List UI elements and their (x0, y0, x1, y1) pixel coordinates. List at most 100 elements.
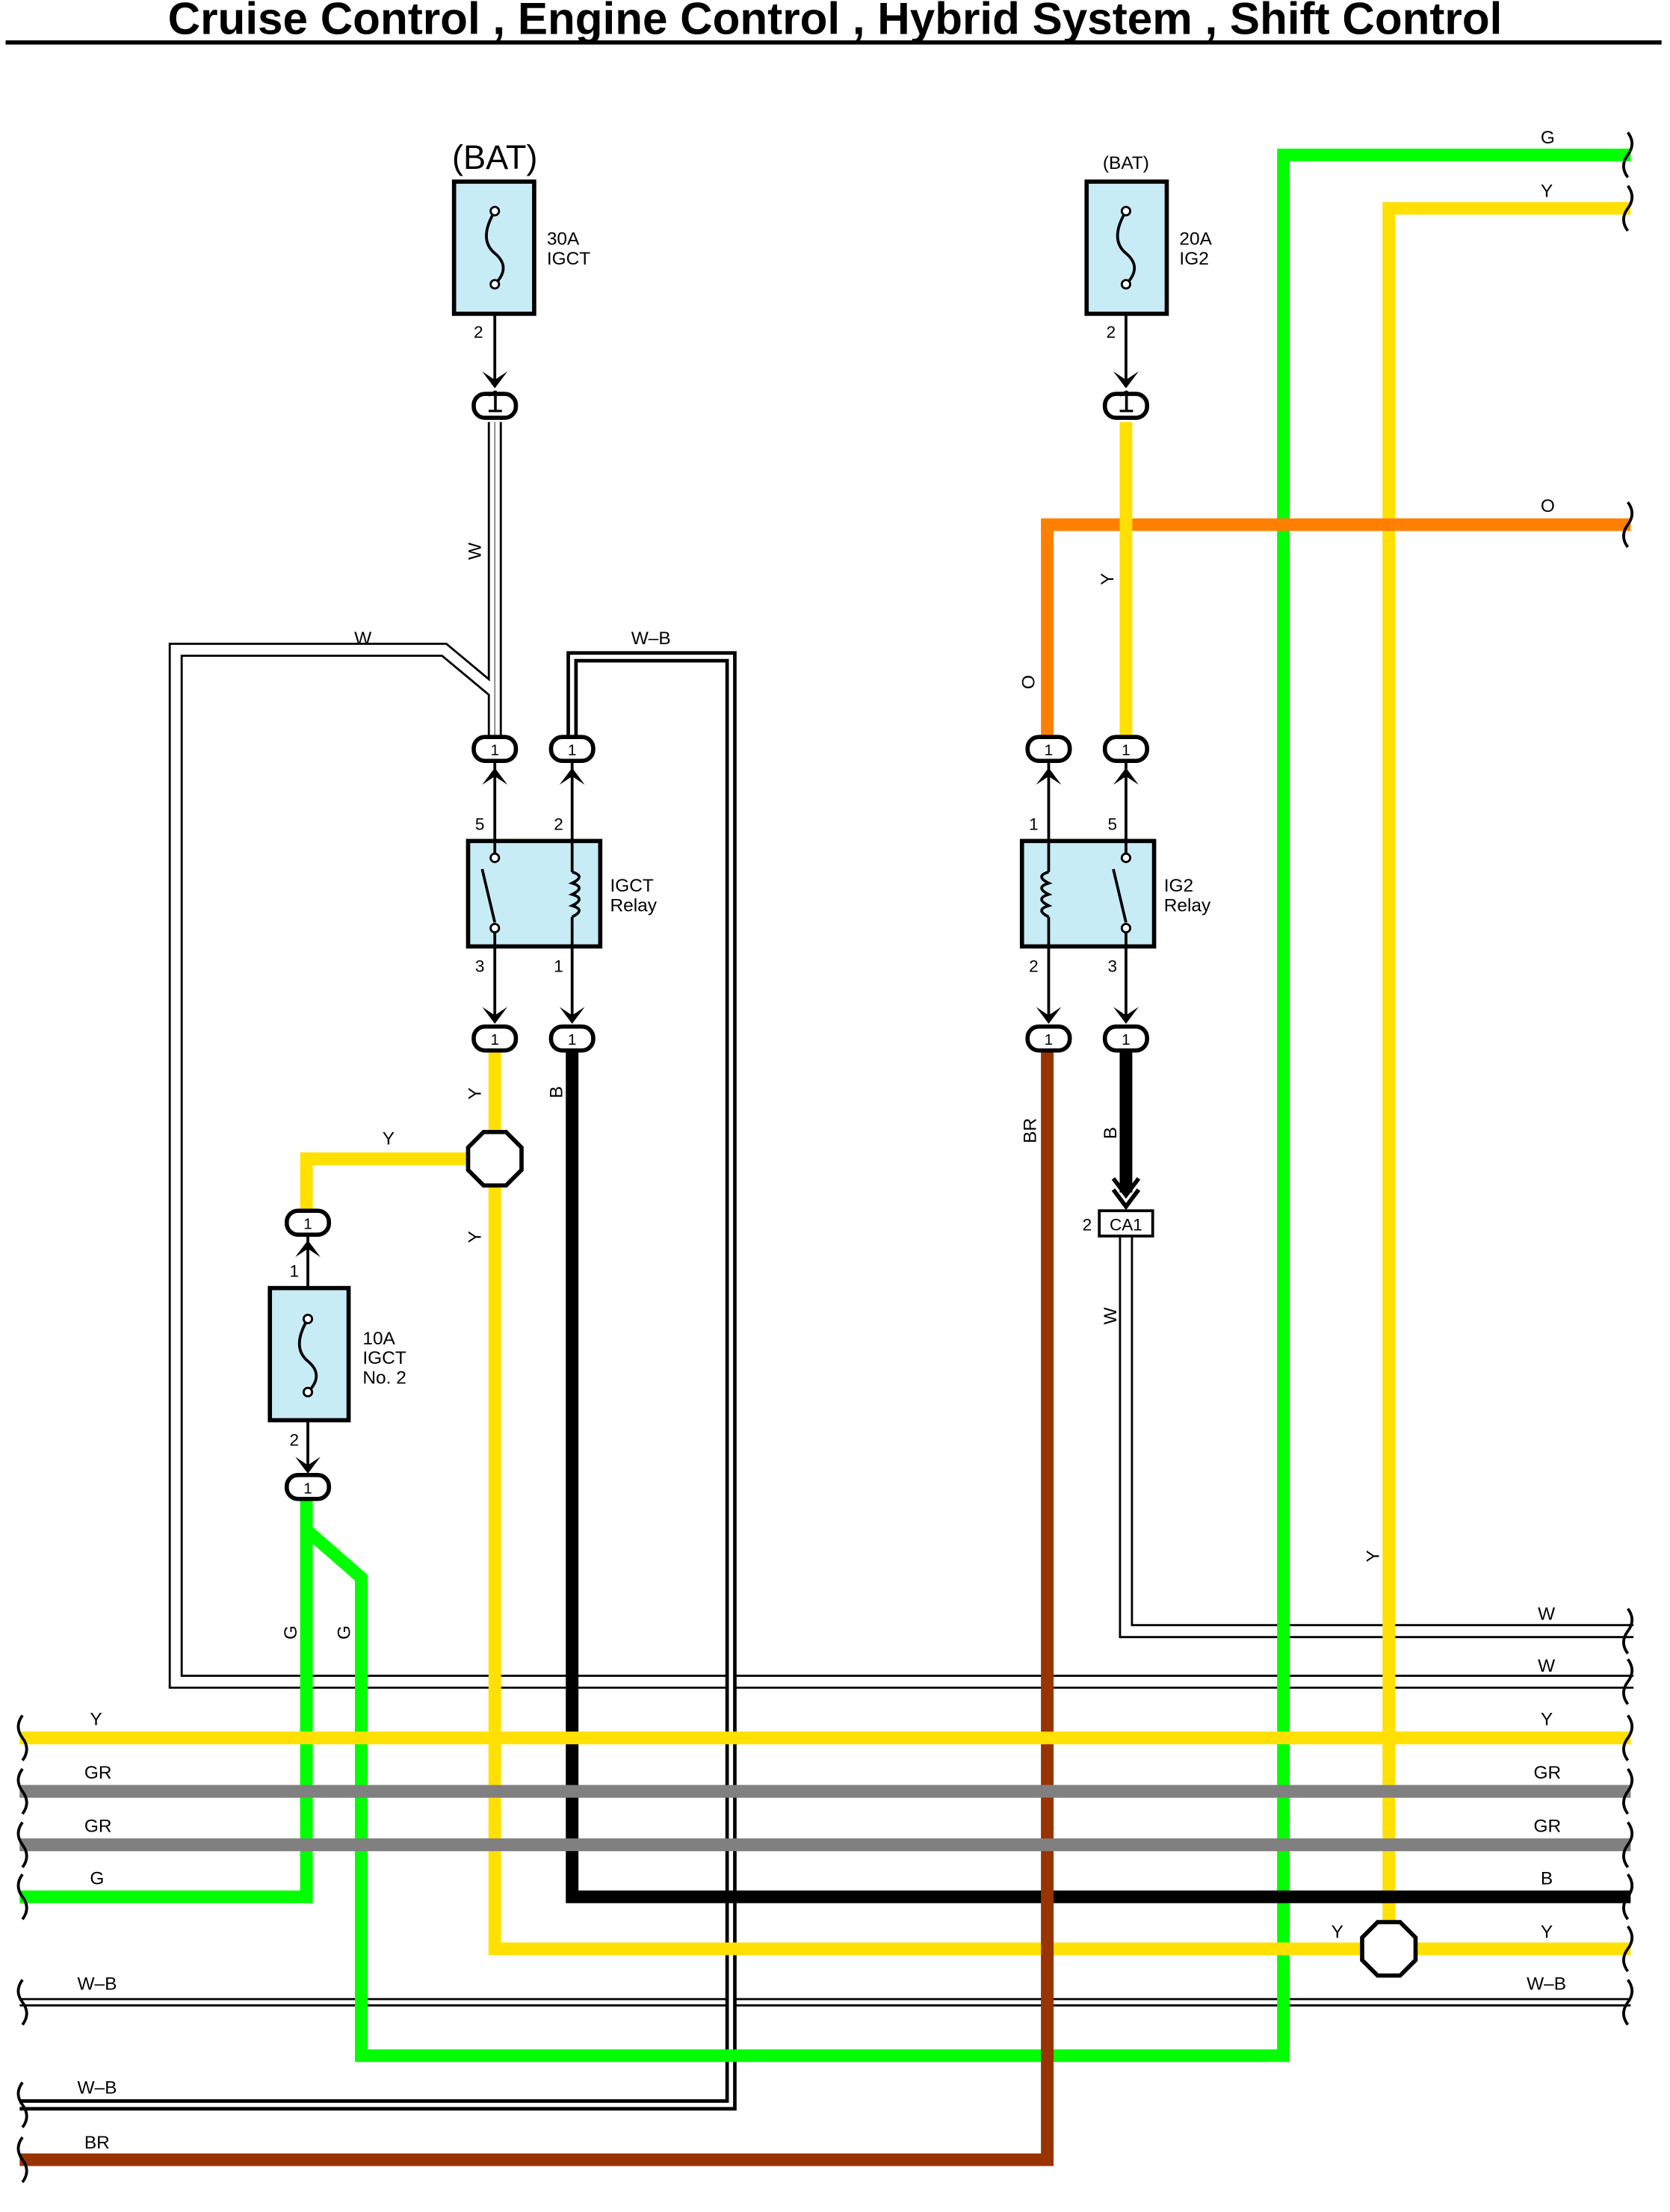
svg-text:1: 1 (1122, 742, 1131, 759)
label-w-loop-top: W (354, 628, 371, 649)
right-bus-b: B (1541, 1868, 1553, 1888)
svg-text:1: 1 (1117, 385, 1134, 419)
fuse-ig2-rating: 20A (1179, 229, 1212, 250)
right-bus-gr-2: GR (1534, 1817, 1562, 1837)
wire-w-loop (168, 421, 1634, 1689)
left-bus-labels: Y GR GR G W–B W–B BR (77, 1710, 117, 2153)
left-bus-br: BR (84, 2133, 110, 2153)
connectors: 1 1 1 1 1 1 1 1 (284, 385, 1149, 1501)
right-bus-labels: W W Y GR GR B Y W–B (1527, 1604, 1566, 1995)
connector-ig2-relay-3: 1 (1102, 1024, 1149, 1053)
fuse-igct2-pin-bottom: 2 (290, 1430, 300, 1449)
ca1-name: CA1 (1110, 1215, 1142, 1234)
label-y-down: Y (465, 1231, 485, 1243)
fuse-10a-igct-no2: 1 10A IGCT No. 2 2 (267, 1235, 406, 1474)
connector-igct2-bottom: 1 (284, 1473, 332, 1501)
label-w-ca1: W (1101, 1307, 1121, 1324)
connector-igct-relay-5: 1 (471, 735, 519, 763)
fuse-igct-name: IGCT (547, 249, 590, 269)
connector-ig2-relay-1: 1 (1025, 735, 1072, 763)
relay-ig2-pin-tl: 1 (1029, 815, 1039, 833)
wire-g-right (302, 148, 1631, 2063)
fuse-ig2-name: IG2 (1179, 249, 1208, 269)
relay-igct-name-2: Relay (610, 895, 657, 915)
connector-ig2-relay-5: 1 (1102, 735, 1149, 763)
left-bus-gr-1: GR (84, 1763, 112, 1783)
label-w-igct-down: W (465, 543, 485, 560)
wire-labels: W W W–B Y Y Y B G G O Y BR B W G Y O Y Y (281, 128, 1555, 1942)
svg-text:1: 1 (1045, 1031, 1054, 1048)
svg-text:1: 1 (486, 385, 504, 419)
label-b-ca1: B (1101, 1127, 1121, 1139)
svg-text:1: 1 (1122, 1031, 1131, 1048)
connector-ig2-fuse: 1 (1102, 385, 1149, 420)
wire-w-ca1 (1119, 1237, 1634, 1639)
svg-text:1: 1 (490, 742, 499, 759)
fuse-ig2-pin: 2 (1107, 323, 1116, 342)
right-break-marks (1622, 132, 1634, 2026)
right-bus-wb: W–B (1527, 1974, 1566, 1994)
right-bus-w-2: W (1538, 1656, 1555, 1676)
relay-ig2-pin-bl: 2 (1029, 957, 1039, 975)
left-break-marks (16, 1714, 28, 2184)
label-br-relay-out: BR (1021, 1118, 1041, 1143)
relay-igct-pin-tl: 5 (475, 815, 485, 833)
fuse-igct2-name-2: No. 2 (362, 1368, 406, 1388)
connector-ca1: CA1 2 (1083, 1177, 1154, 1238)
relay-igct-name-1: IGCT (610, 876, 653, 896)
connector-igct2-top: 1 (284, 1208, 332, 1237)
fuse-igct-rating: 30A (547, 229, 580, 250)
connector-igct-fuse: 1 (471, 385, 519, 420)
label-y-vertical-right: Y (1364, 1550, 1384, 1562)
relay-igct-pin-bl: 3 (475, 957, 485, 975)
fuse-igct-source: (BAT) (452, 138, 538, 176)
wire-y-right (1382, 202, 1631, 1949)
label-y-top-right: Y (1541, 182, 1553, 202)
fuse-igct2-pin-top: 1 (290, 1262, 300, 1281)
label-g-top-right: G (1541, 128, 1555, 148)
wire-wb-loop (19, 651, 737, 2111)
label-o-relay: O (1019, 675, 1039, 689)
relay-igct-pin-tr: 2 (554, 815, 563, 833)
right-bus-gr-1: GR (1534, 1763, 1562, 1783)
label-o-right: O (1541, 496, 1555, 516)
page-title: Cruise Control , Engine Control , Hybrid… (168, 0, 1503, 43)
label-wb-loop-top: W–B (631, 628, 671, 649)
svg-text:1: 1 (568, 1031, 577, 1048)
left-bus-wb-2: W–B (77, 2078, 117, 2098)
wire-b-relay (566, 1050, 1631, 1903)
label-b-relay-out: B (547, 1086, 567, 1098)
connector-ig2-relay-2: 1 (1025, 1024, 1072, 1053)
fuse-igct-pin: 2 (474, 323, 483, 342)
left-bus-wb-1: W–B (77, 1974, 117, 1994)
connector-igct-relay-3: 1 (471, 1024, 519, 1053)
connector-igct-relay-2: 1 (548, 735, 596, 763)
right-bus-y-2: Y (1541, 1922, 1553, 1942)
svg-text:1: 1 (568, 742, 577, 759)
junction-y-right (1360, 1920, 1418, 1978)
svg-text:1: 1 (303, 1480, 312, 1497)
right-bus-y-1: Y (1541, 1710, 1553, 1730)
relay-ig2: 1 5 IG2 Relay 2 3 (1019, 761, 1211, 1024)
label-y-relay-out: Y (465, 1087, 485, 1099)
junction-y-left (466, 1129, 524, 1188)
relay-igct: 5 2 IGCT Relay 3 1 (466, 761, 658, 1024)
wire-o (1041, 518, 1631, 741)
right-bus-w-1: W (1538, 1604, 1555, 1625)
relay-ig2-pin-br: 3 (1107, 957, 1117, 975)
fuse-20a-ig2: (BAT) 20A IG2 2 (1084, 153, 1213, 389)
wire-y-relay (488, 1050, 1631, 1956)
fuse-ig2-source: (BAT) (1103, 153, 1149, 173)
relay-igct-pin-br: 1 (554, 957, 563, 975)
ca1-pin: 2 (1083, 1215, 1092, 1234)
label-g-right: G (334, 1625, 354, 1640)
left-bus-y: Y (90, 1710, 102, 1730)
wire-br (19, 1050, 1054, 2166)
fuse-igct2-rating: 10A (362, 1329, 395, 1349)
label-y-junction-right: Y (1332, 1922, 1343, 1942)
label-y-ig2-down: Y (1098, 573, 1118, 585)
wire-y-branch (300, 1152, 495, 1210)
fuse-igct2-name-1: IGCT (362, 1348, 406, 1368)
svg-text:1: 1 (303, 1216, 312, 1233)
